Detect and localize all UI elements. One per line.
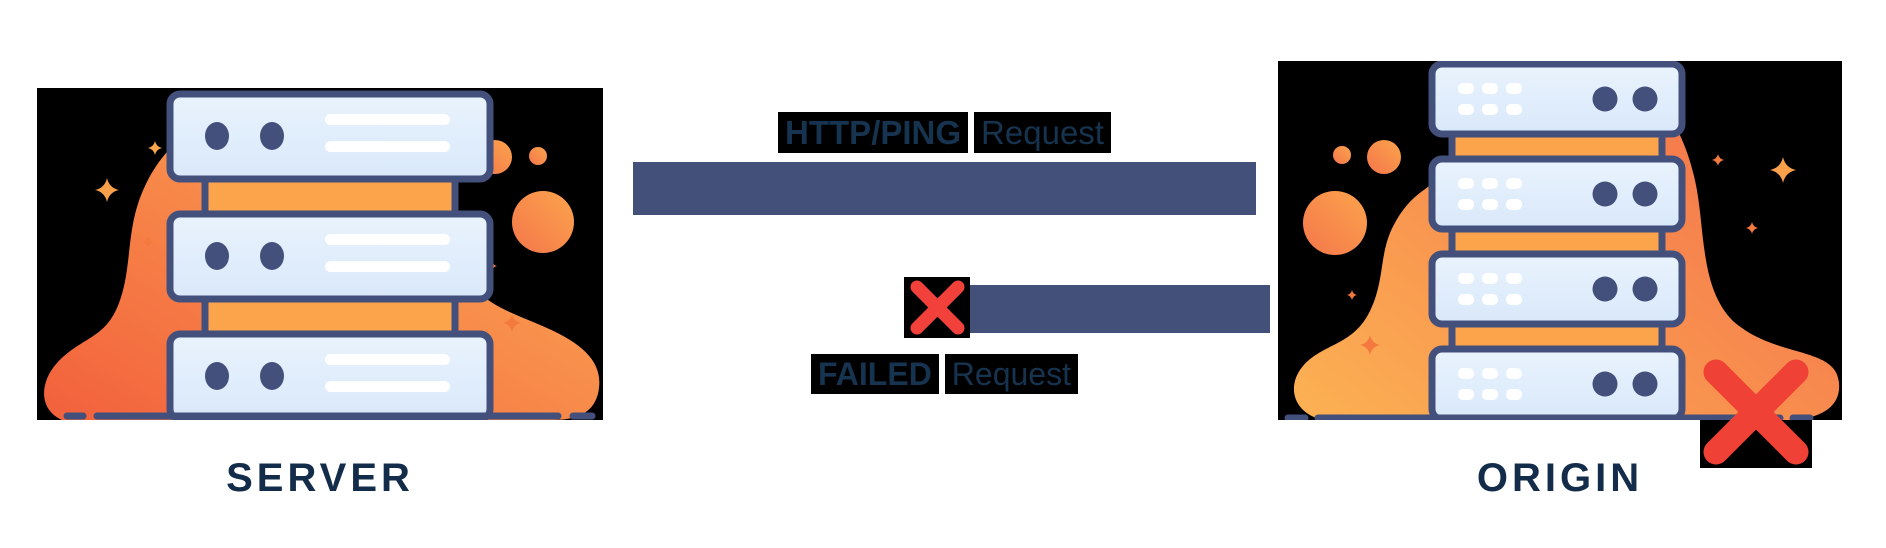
request-label-bold: HTTP/PING [778, 112, 969, 153]
failed-label-bold: FAILED [811, 354, 939, 394]
bubble-circle [512, 191, 574, 253]
request-label-regular: Request [974, 112, 1111, 153]
server-node-label: SERVER [226, 456, 414, 500]
failed-request-arrow [970, 285, 1270, 333]
x-mark-icon [910, 280, 965, 335]
server-unit [1428, 61, 1686, 138]
server-unit [166, 210, 494, 303]
origin-node-label: ORIGIN [1476, 456, 1644, 500]
http-ping-request-arrow [633, 162, 1256, 215]
bubble-circle [1333, 146, 1351, 164]
server-unit [1428, 345, 1686, 420]
server-unit [1428, 250, 1686, 328]
server-rack-4-units-illustration [1284, 61, 1840, 420]
sparkle-icon [148, 141, 162, 155]
sparkle-icon [1770, 157, 1796, 183]
server-unit [166, 330, 494, 420]
bubble-circle [529, 147, 547, 165]
sparkle-icon [95, 178, 119, 202]
sparkle-icon [1712, 154, 1724, 166]
server-unit [1428, 155, 1686, 233]
failed-x-box [904, 277, 970, 338]
bubble-circle [1367, 140, 1401, 174]
bubble-circle [1303, 191, 1367, 255]
origin-failed-x-icon [1703, 359, 1809, 465]
server-rack-3-units-illustration [44, 90, 600, 420]
sparkle-icon [1746, 222, 1758, 234]
failed-label-regular: Request [944, 354, 1078, 394]
sparkle-icon [1347, 290, 1357, 300]
server-unit [166, 90, 494, 183]
